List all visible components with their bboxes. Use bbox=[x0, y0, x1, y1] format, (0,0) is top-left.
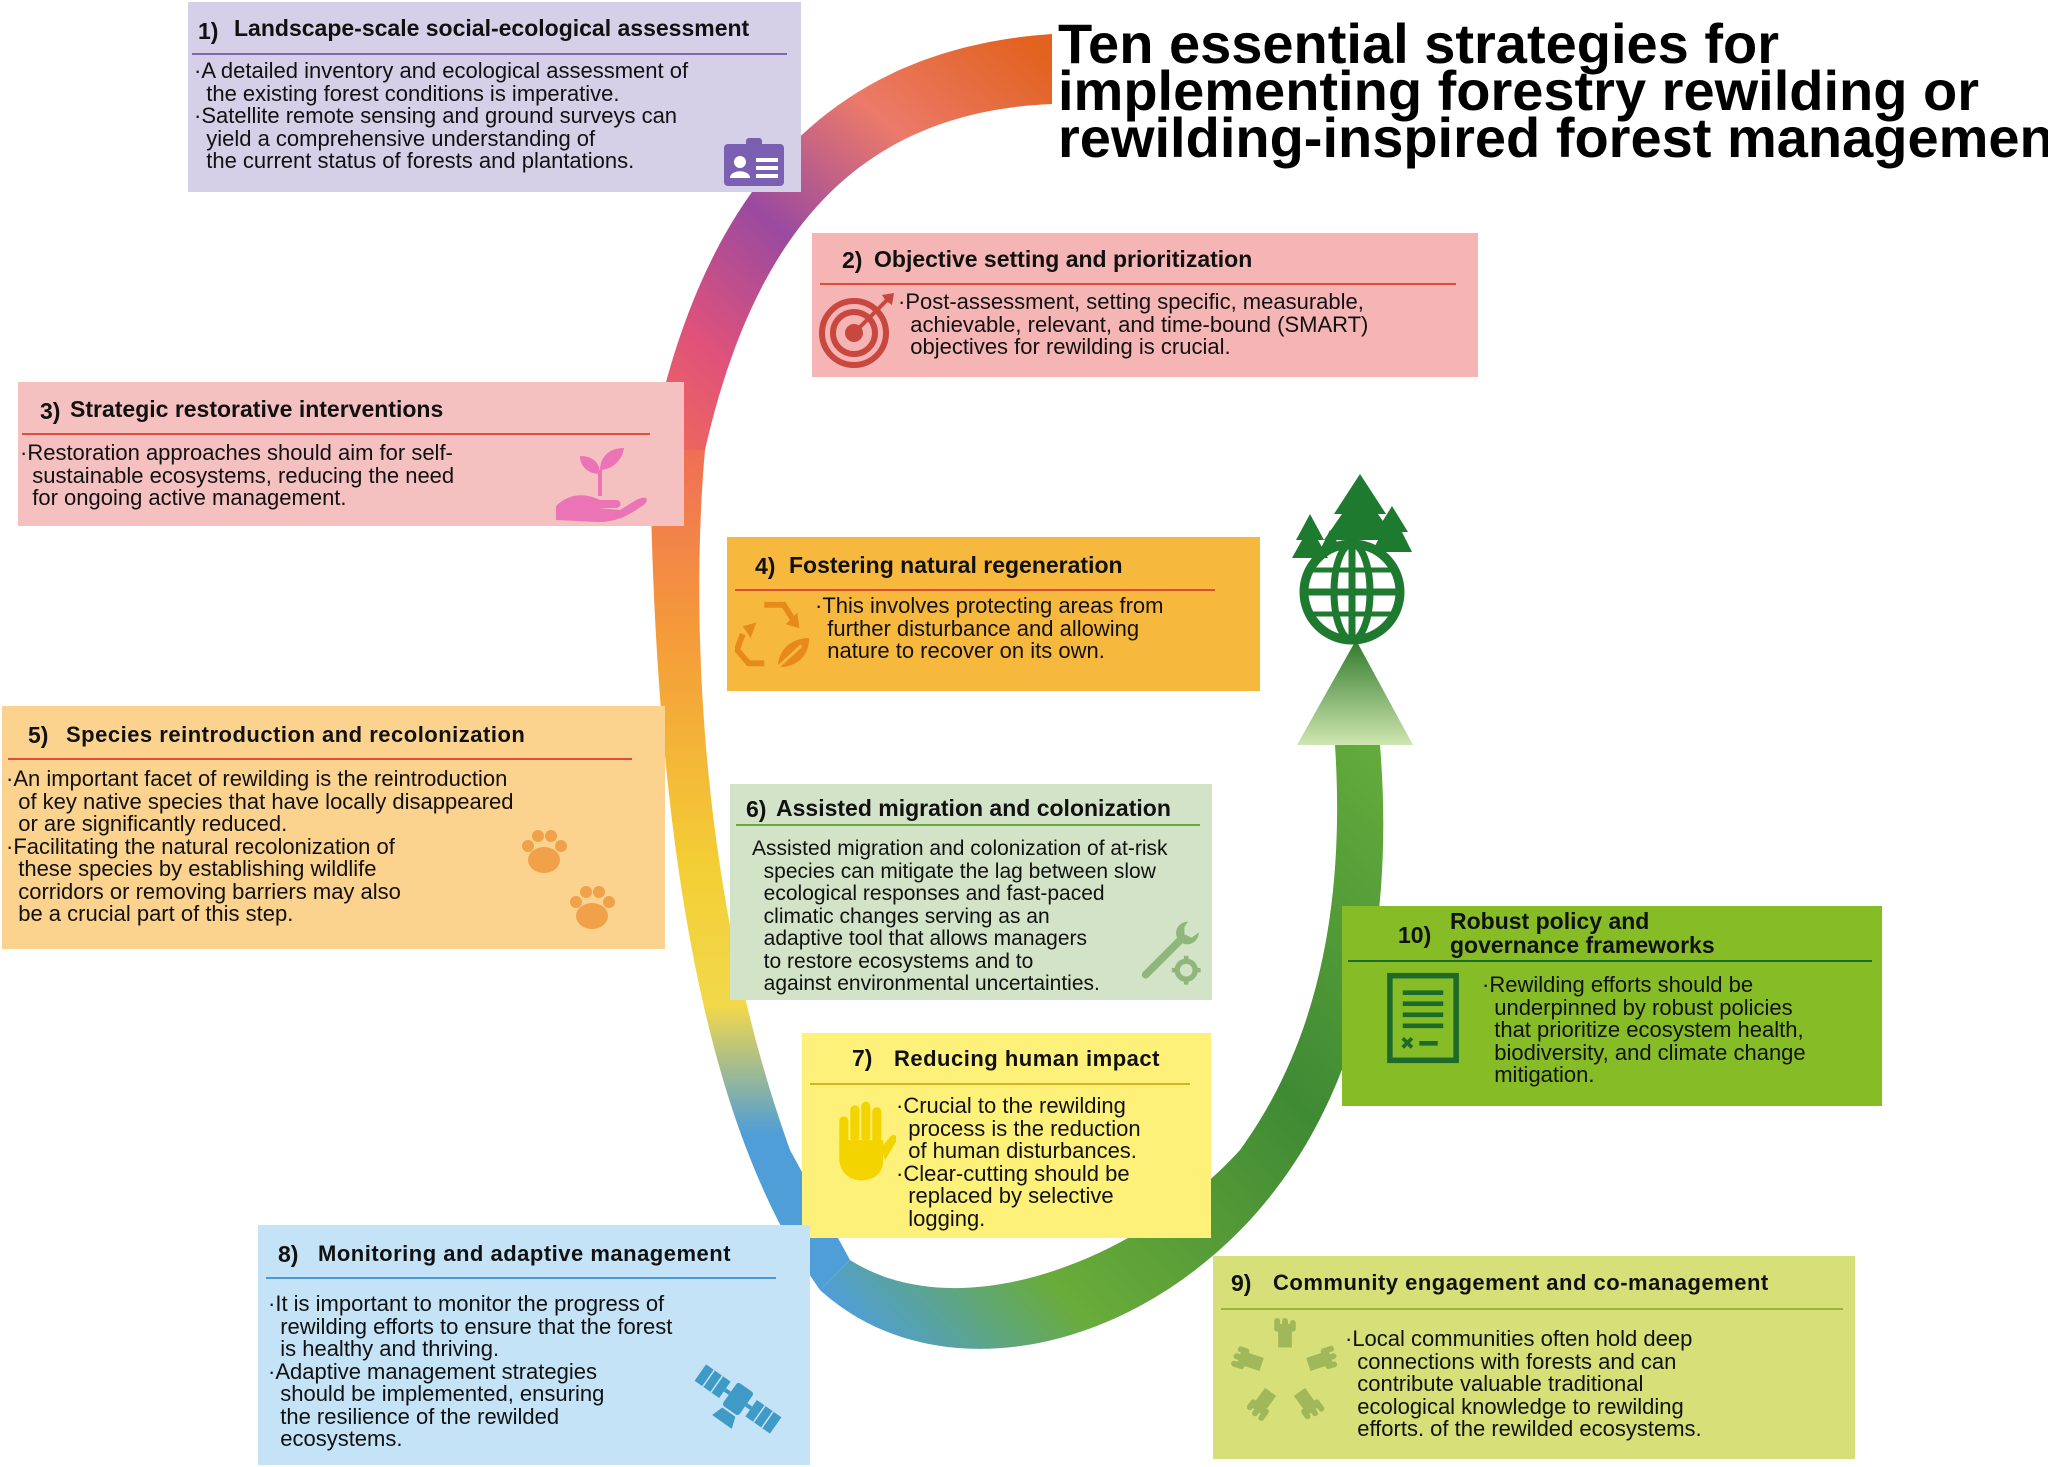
strategy-description: ·This involves protecting areas from fur… bbox=[815, 593, 1164, 663]
wrench-gear-icon bbox=[1141, 921, 1201, 985]
title-line-2: implementing forestry rewilding or bbox=[1058, 59, 1980, 122]
ribbon-segment-bottom bbox=[820, 745, 1384, 1349]
strategy-number: 6) bbox=[746, 796, 767, 822]
ribbon-segment-top bbox=[650, 34, 1052, 450]
title-line-1: Ten essential strategies for bbox=[1058, 12, 1779, 75]
forest-globe-icon bbox=[1292, 474, 1412, 645]
strategy-title: Objective setting and prioritization bbox=[874, 246, 1253, 272]
title-divider bbox=[1221, 1308, 1843, 1310]
strategy-description: ·Local communities often hold deep conne… bbox=[1345, 1326, 1702, 1441]
strategy-title: Assisted migration and colonization bbox=[776, 795, 1171, 821]
strategy-title: Fostering natural regeneration bbox=[789, 552, 1123, 578]
strategy-box-9: 9) Community engagement and co-managemen… bbox=[1213, 1256, 1855, 1459]
diagram-title: Ten essential strategies for implementin… bbox=[1058, 12, 2048, 169]
title-divider bbox=[810, 1083, 1190, 1085]
paw-prints-icon bbox=[522, 830, 615, 929]
strategy-number: 4) bbox=[755, 553, 776, 579]
strategy-description: ·It is important to monitor the progress… bbox=[268, 1291, 673, 1451]
title-divider bbox=[736, 824, 1200, 826]
policy-document-icon bbox=[1387, 972, 1459, 1064]
strategy-box-4: 4) Fostering natural regeneration ·This … bbox=[727, 537, 1260, 691]
strategy-box-5: 5) Species reintroduction and recoloniza… bbox=[2, 706, 665, 949]
strategy-title: Monitoring and adaptive management bbox=[318, 1241, 732, 1266]
recycle-leaf-icon bbox=[735, 601, 810, 669]
strategy-title: Landscape-scale social-ecological assess… bbox=[234, 15, 750, 41]
strategy-number: 8) bbox=[278, 1241, 299, 1267]
strategy-description: Assisted migration and colonization of a… bbox=[752, 837, 1168, 995]
strategy-description: ·Rewilding efforts should be underpinned… bbox=[1482, 972, 1806, 1087]
satellite-icon bbox=[694, 1364, 782, 1434]
strategy-number: 1) bbox=[198, 18, 219, 44]
strategy-number: 9) bbox=[1231, 1270, 1252, 1296]
title-divider bbox=[820, 283, 1456, 285]
id-card-icon bbox=[724, 138, 784, 186]
strategy-box-1: 1) Landscape-scale social-ecological ass… bbox=[188, 2, 801, 192]
title-divider bbox=[266, 1277, 776, 1279]
strategy-box-6: 6) Assisted migration and colonization A… bbox=[730, 784, 1212, 1000]
strategy-number: 5) bbox=[28, 722, 49, 748]
stop-hand-icon bbox=[839, 1101, 896, 1181]
title-divider bbox=[8, 758, 632, 760]
strategy-title: Strategic restorative interventions bbox=[70, 396, 444, 422]
title-divider bbox=[22, 433, 650, 435]
strategy-number: 10) bbox=[1398, 922, 1432, 948]
strategy-description: ·An important facet of rewilding is the … bbox=[6, 766, 514, 926]
strategy-description: ·Post-assessment, setting specific, meas… bbox=[898, 289, 1369, 359]
strategy-number: 2) bbox=[842, 247, 863, 273]
title-divider bbox=[192, 53, 787, 55]
joined-hands-icon bbox=[1231, 1318, 1338, 1421]
strategy-title: Robust policy and bbox=[1450, 908, 1650, 934]
strategy-description: ·Restoration approaches should aim for s… bbox=[20, 440, 455, 510]
strategy-title: Community engagement and co-management bbox=[1273, 1270, 1769, 1295]
strategy-box-8: 8) Monitoring and adaptive management ·I… bbox=[258, 1225, 810, 1465]
ribbon-arrowhead bbox=[1297, 640, 1413, 745]
ribbon-segment-middle bbox=[650, 450, 850, 1290]
title-divider bbox=[1348, 960, 1872, 962]
strategy-number: 3) bbox=[40, 398, 61, 424]
title-divider bbox=[735, 589, 1215, 591]
strategy-box-3: 3) Strategic restorative interventions ·… bbox=[18, 382, 684, 526]
strategy-box-2: 2) Objective setting and prioritization … bbox=[812, 233, 1478, 377]
target-icon bbox=[819, 293, 894, 368]
strategy-box-7: 7) Reducing human impact ·Crucial to the… bbox=[802, 1033, 1211, 1238]
title-line-3: rewilding-inspired forest management bbox=[1058, 106, 2048, 169]
strategy-description: ·A detailed inventory and ecological ass… bbox=[194, 58, 689, 173]
strategy-description: ·Crucial to the rewilding process is the… bbox=[896, 1093, 1141, 1231]
strategy-box-10: 10) Robust policy and governance framewo… bbox=[1342, 906, 1882, 1106]
seedling-hand-icon bbox=[556, 448, 647, 522]
strategy-title: Species reintroduction and recolonizatio… bbox=[66, 722, 526, 747]
strategy-number: 7) bbox=[852, 1045, 873, 1071]
strategy-title-line-2: governance frameworks bbox=[1450, 932, 1715, 958]
strategy-title: Reducing human impact bbox=[894, 1046, 1160, 1071]
